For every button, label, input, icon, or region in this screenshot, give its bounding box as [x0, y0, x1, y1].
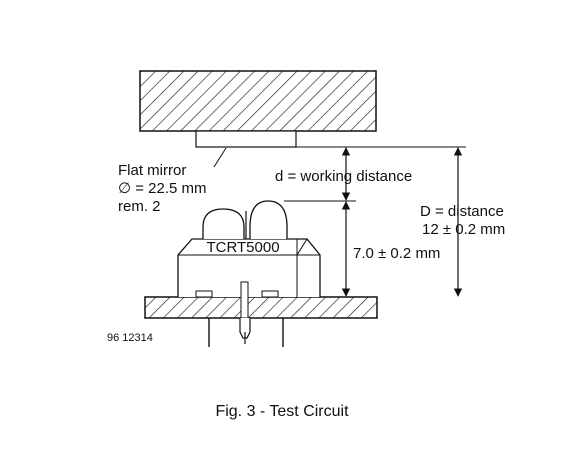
sensor-height-label: 7.0 ± 0.2 mm: [353, 245, 440, 262]
emitter-lens: [202, 208, 245, 239]
bottom-plate: [144, 296, 378, 319]
mirror-label-line2: ∅ = 22.5 mm: [118, 180, 207, 197]
center-post: [240, 281, 249, 319]
figure-caption: Fig. 3 - Test Circuit: [215, 403, 349, 420]
flat-mirror: [195, 130, 297, 148]
mirror-leader-line: [213, 147, 227, 168]
sensor-housing-corner: [296, 238, 308, 256]
distance-label-line1: D = distance: [420, 203, 504, 220]
sensor-name-label: TCRT5000: [206, 239, 279, 256]
figure-id-label: 96 12314: [107, 332, 153, 344]
mirror-label-line3: rem. 2: [118, 198, 161, 215]
board-slot-left: [195, 290, 213, 298]
top-plate: [139, 70, 377, 132]
board-slot-right: [261, 290, 279, 298]
mirror-label-line1: Flat mirror: [118, 162, 186, 179]
working-distance-label: d = working distance: [275, 168, 412, 185]
distance-label-line2: 12 ± 0.2 mm: [422, 221, 505, 238]
detector-lens: [249, 200, 288, 239]
